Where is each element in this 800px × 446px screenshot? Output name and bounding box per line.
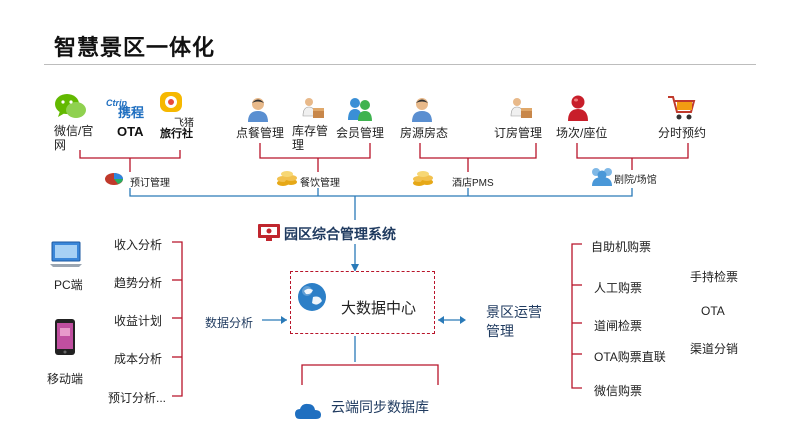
page-title: 智慧景区一体化	[54, 35, 216, 60]
extra-item-0: 手持检票	[690, 270, 739, 284]
member-label: 会员管理	[336, 126, 385, 140]
coins-icon	[277, 171, 297, 186]
right-item-3: OTA购票直联	[594, 350, 666, 364]
mobile-phone-icon	[55, 319, 75, 355]
theater-label: 剧院/场馆	[614, 175, 657, 186]
ota-label-top: OTA	[117, 124, 144, 139]
order-dining-label: 点餐管理	[236, 126, 285, 140]
park-system-label: 园区综合管理系统	[284, 226, 396, 242]
person-icon	[248, 98, 268, 122]
feizhu-icon	[160, 92, 182, 112]
mobile-label: 移动端	[47, 372, 84, 386]
right-item-1: 人工购票	[594, 281, 643, 295]
title-divider	[44, 64, 756, 65]
big-data-label: 大数据中心	[341, 300, 417, 317]
room-source-label: 房源房态	[400, 126, 449, 140]
travel-agency-label: 旅行社	[160, 128, 193, 140]
extra-item-1: OTA	[701, 304, 725, 318]
globe-icon	[298, 283, 326, 311]
monitor-icon	[258, 224, 280, 241]
right-item-2: 道闸检票	[594, 319, 643, 333]
hotel-pms-label: 酒店PMS	[452, 178, 494, 189]
shopping-cart-icon	[668, 96, 696, 120]
left-item-4: 预订分析...	[108, 391, 167, 405]
timed-booking-label: 分时预约	[658, 126, 707, 140]
cloud-icon	[295, 403, 321, 419]
user-red-icon	[568, 95, 588, 121]
wechat-icon	[55, 94, 86, 118]
session-seat-label: 场次/座位	[556, 126, 608, 140]
inventory-icon	[302, 98, 324, 118]
feizhu-label: 飞猪	[174, 118, 194, 129]
booking-mgmt-label: 预订管理	[130, 178, 170, 189]
left-item-1: 趋势分析	[114, 276, 163, 290]
extra-item-2: 渠道分销	[690, 342, 739, 356]
left-item-2: 收益计划	[114, 314, 163, 328]
left-item-0: 收入分析	[114, 238, 163, 252]
users-group-icon	[592, 168, 612, 186]
pc-label: PC端	[54, 278, 83, 292]
right-item-0: 自助机购票	[591, 240, 652, 254]
pie-chart-icon	[105, 173, 123, 185]
ctrip-latin: Ctrip	[106, 98, 127, 108]
pc-icon	[50, 241, 82, 267]
booking-label: 订房管理	[494, 126, 543, 140]
right-item-4: 微信购票	[594, 384, 643, 398]
ctrip-logo: Ctrip 携程	[106, 98, 156, 120]
cloud-db-label: 云端同步数据库	[331, 399, 429, 415]
member-icon	[348, 98, 372, 121]
left-item-3: 成本分析	[114, 352, 163, 366]
wechat-label: 微信/官网	[54, 124, 94, 152]
person-icon	[412, 98, 432, 122]
ctrip-cn: 携程	[118, 105, 145, 120]
booking-icon	[510, 98, 532, 118]
inventory-label: 库存管理	[292, 124, 329, 152]
catering-label: 餐饮管理	[300, 178, 340, 189]
coins-icon	[413, 171, 433, 186]
ops-mgmt-label: 景区运营管理	[486, 304, 542, 339]
data-analysis-label: 数据分析	[205, 316, 254, 330]
